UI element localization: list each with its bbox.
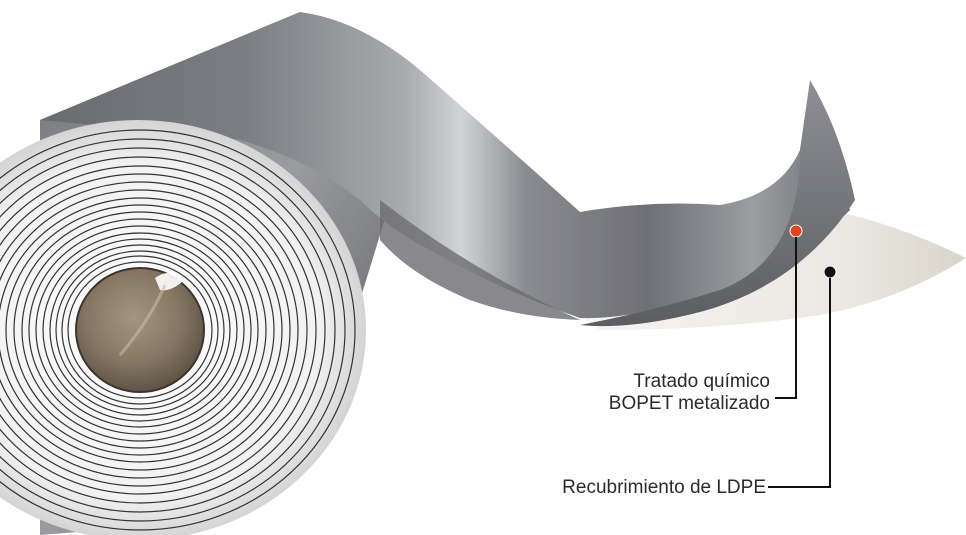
foil-sheet-top bbox=[40, 12, 850, 319]
foil-curl-back bbox=[580, 80, 855, 327]
core-highlight bbox=[155, 272, 182, 291]
label-metallized-bopet: Tratado químico BOPET metalizado bbox=[609, 371, 770, 415]
label-chemical-treated: Tratado químico bbox=[633, 371, 770, 392]
core-shine bbox=[118, 284, 167, 356]
marker-ldpe-coating bbox=[823, 265, 837, 279]
foil-underside bbox=[380, 200, 580, 320]
label-bopet: BOPET metalizado bbox=[608, 393, 770, 414]
leader-line-bopet bbox=[775, 237, 797, 399]
roll-wraps bbox=[0, 129, 356, 531]
label-ldpe-coating: Recubrimiento de LDPE bbox=[562, 477, 766, 498]
marker-metallized-bopet bbox=[789, 224, 803, 238]
leader-line-ldpe bbox=[768, 278, 831, 488]
